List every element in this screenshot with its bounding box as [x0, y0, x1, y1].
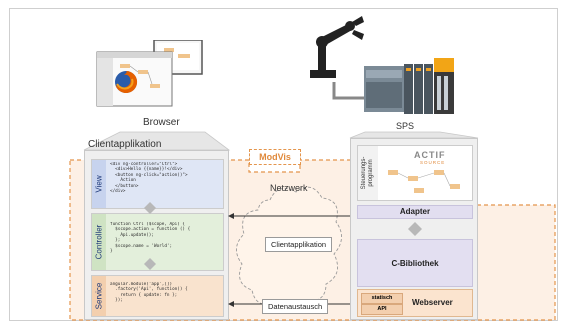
monitor-icon	[96, 39, 203, 107]
client-app-panel: View <div ng-controller="Ctrl"> <div>Hel…	[84, 150, 229, 320]
modvis-tag: ModVis	[249, 149, 301, 165]
datenaustausch-message: Datenaustausch	[262, 299, 329, 314]
browser-label: Browser	[143, 117, 180, 128]
layer-connectors	[144, 202, 156, 270]
statisch-box: statisch	[361, 293, 403, 304]
sps-label: SPS	[396, 121, 415, 131]
service-code: angular.module('app',[]) .factory('Api',…	[110, 282, 188, 304]
steuerungsprogramm-box: Steuerungs- programm ACTIF SOURCE	[357, 145, 473, 201]
clientapplikation-message: Clientapplikation	[265, 237, 333, 252]
api-box: API	[361, 304, 403, 315]
actif-logo-sub: SOURCE	[420, 160, 446, 165]
plc-hardware-icon	[364, 58, 454, 114]
controller-tab: Controller	[92, 214, 106, 270]
service-layer: Service angular.module('app',[]) .factor…	[91, 275, 224, 317]
firefox-logo	[115, 70, 138, 93]
view-code: <div ng-controller="Ctrl"> <div>Hello {{…	[110, 162, 188, 195]
steuerungsprogramm-tab: Steuerungs- programm	[358, 146, 378, 200]
controller-code: function Ctrl ($scope, Api) { $scope.act…	[110, 222, 191, 255]
sps-panel: Steuerungs- programm ACTIF SOURCE Adapte…	[350, 138, 478, 320]
view-tab: View	[92, 160, 106, 208]
webserver-box: statisch API Webserver	[357, 289, 473, 317]
service-tab: Service	[92, 276, 106, 316]
plc-illustration	[362, 58, 458, 116]
browser-illustration	[94, 39, 204, 112]
actif-logo: ACTIF	[414, 150, 446, 160]
adapter-connector	[408, 222, 422, 236]
netzwerk-label: Netzwerk	[270, 183, 308, 193]
webserver-label: Webserver	[412, 298, 453, 307]
robot-arm-icon	[310, 16, 364, 78]
clientapplikation-title: Clientapplikation	[88, 139, 162, 150]
adapter-box: Adapter	[357, 205, 473, 219]
controller-layer: Controller function Ctrl ($scope, Api) {…	[91, 213, 224, 271]
steuerungsprogramm-label: Steuerungs- programm	[361, 156, 374, 190]
view-layer: View <div ng-controller="Ctrl"> <div>Hel…	[91, 159, 224, 209]
cbibliothek-box: C-Bibliothek	[357, 239, 473, 287]
program-diagram-icon	[388, 170, 460, 193]
